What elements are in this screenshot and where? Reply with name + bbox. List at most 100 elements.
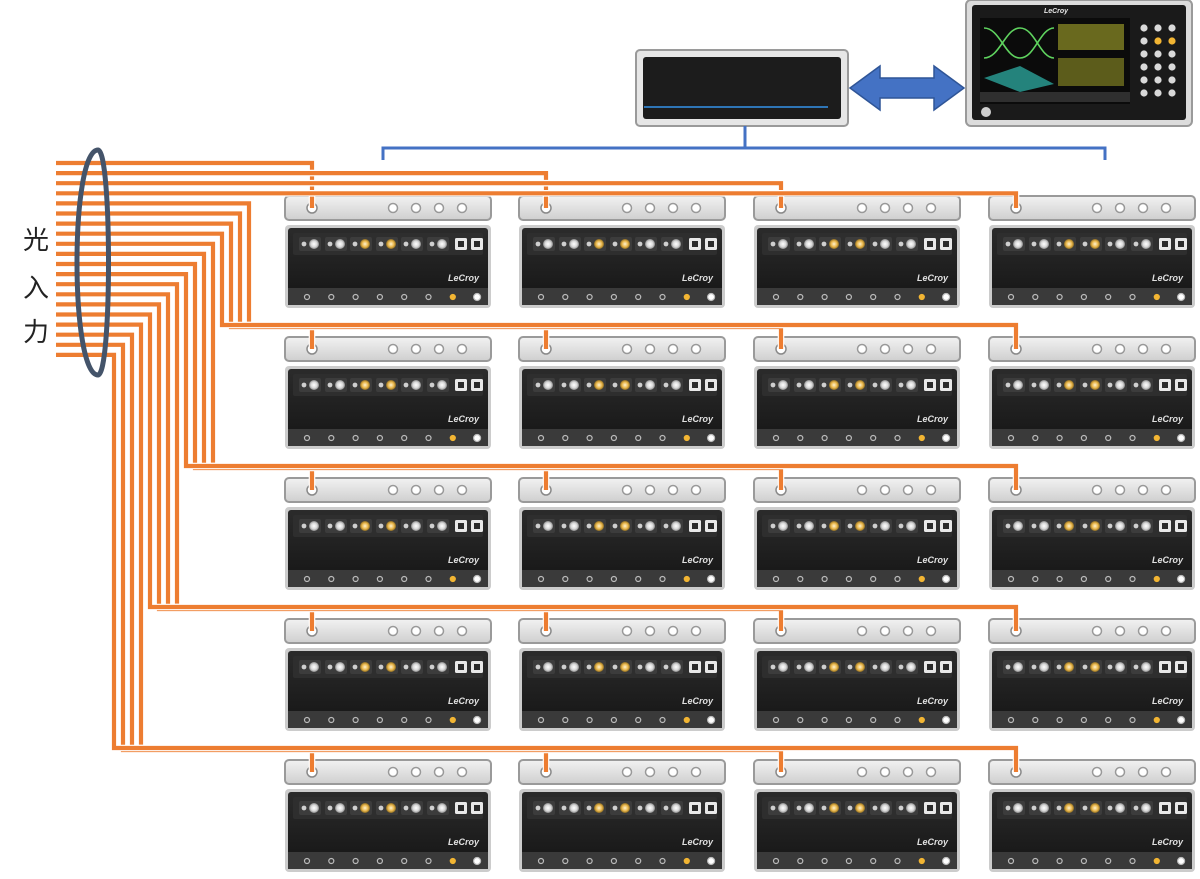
connector-pin <box>352 382 358 388</box>
connector-pin <box>770 523 776 529</box>
acquisition-module: LeCroy <box>284 336 492 449</box>
bnc-connector-icon <box>1141 521 1151 531</box>
connector-pin <box>378 523 384 529</box>
status-led-icon <box>449 434 456 442</box>
connector-pin <box>847 523 853 529</box>
bezel-screw <box>1114 343 1126 355</box>
acquisition-module: LeCroy <box>753 195 961 308</box>
connector-pin <box>1031 241 1037 247</box>
bnc-connector-icon <box>880 521 890 531</box>
status-strip <box>522 429 722 446</box>
bezel-screw <box>644 484 656 496</box>
bezel-screw <box>879 484 891 496</box>
status-led-icon <box>1105 293 1112 301</box>
status-led-icon <box>586 716 593 724</box>
status-led-icon <box>376 434 383 442</box>
bnc-connector-icon <box>1039 803 1049 813</box>
acquisition-module: LeCroy <box>518 195 726 308</box>
scope-knob-icon <box>1140 76 1148 84</box>
connector-pin <box>429 382 435 388</box>
connector-pin <box>612 523 618 529</box>
connector-pin <box>301 523 307 529</box>
status-led-icon <box>425 434 432 442</box>
bnc-connector-icon <box>855 239 865 249</box>
acquisition-module: LeCroy <box>284 195 492 308</box>
status-led-icon <box>610 857 618 865</box>
acquisition-module: LeCroy <box>753 618 961 731</box>
connector-pin <box>535 241 541 247</box>
bezel-screw <box>879 343 891 355</box>
status-strip <box>992 570 1192 587</box>
status-led-icon <box>635 293 642 301</box>
bezel-screw <box>925 766 937 778</box>
eye-diagram-trace <box>983 27 1055 59</box>
connector-pin <box>612 664 618 670</box>
status-led-icon <box>772 716 780 724</box>
brand-logo-text: LeCroy <box>682 837 714 847</box>
bezel-screw <box>902 202 914 214</box>
connector-pin <box>535 664 541 670</box>
status-led-icon <box>797 857 804 865</box>
bnc-connector-icon <box>569 521 579 531</box>
status-led-icon <box>1129 857 1136 865</box>
bezel-screw <box>856 484 868 496</box>
aux-connector-core <box>458 382 464 388</box>
status-led-icon <box>449 293 456 301</box>
status-led-icon <box>1032 293 1039 301</box>
connector-pin <box>327 805 333 811</box>
bnc-connector-icon <box>804 239 814 249</box>
status-led-icon <box>894 716 901 724</box>
bnc-connector-icon <box>1141 239 1151 249</box>
aux-connector-core <box>708 382 714 388</box>
status-strip <box>522 852 722 869</box>
bnc-connector-icon <box>1064 239 1074 249</box>
bezel-screw <box>644 625 656 637</box>
connector-pin <box>663 523 669 529</box>
bnc-connector-icon <box>671 380 681 390</box>
status-led-icon <box>635 857 642 865</box>
status-led-icon <box>772 857 780 865</box>
aux-connector-core <box>692 805 698 811</box>
status-led-icon <box>1056 716 1063 724</box>
status-led-icon <box>1105 575 1112 583</box>
brand-logo-text: LeCroy <box>448 696 480 706</box>
bezel-screw <box>410 343 422 355</box>
scope-knob-icon <box>1168 63 1176 71</box>
aux-connector-core <box>1162 523 1168 529</box>
connector-pin <box>637 805 643 811</box>
connector-pin <box>586 523 592 529</box>
connector-pin <box>663 241 669 247</box>
aux-connector-core <box>1178 241 1184 247</box>
connector-pin <box>637 664 643 670</box>
bnc-connector-icon <box>569 239 579 249</box>
status-led-icon <box>449 857 456 865</box>
status-led-icon <box>449 716 456 724</box>
acquisition-module: LeCroy <box>518 618 726 731</box>
aux-connector-core <box>708 523 714 529</box>
bezel-screw <box>667 484 679 496</box>
bnc-connector-icon <box>855 662 865 672</box>
status-strip <box>522 570 722 587</box>
bezel-screw <box>902 484 914 496</box>
aux-connector-core <box>1162 241 1168 247</box>
connector-pin <box>1133 523 1139 529</box>
aux-connector-core <box>1178 523 1184 529</box>
status-led-icon <box>1007 857 1015 865</box>
status-led-icon <box>1105 857 1112 865</box>
scope-knob-icon <box>1168 89 1176 97</box>
bezel-screw <box>433 343 445 355</box>
status-led-icon <box>918 293 925 301</box>
connector-pin <box>821 382 827 388</box>
status-led-icon <box>328 434 335 442</box>
status-led-icon <box>473 715 482 725</box>
connector-pin <box>637 382 643 388</box>
bezel-screw <box>925 343 937 355</box>
bezel-screw <box>1160 625 1172 637</box>
bnc-connector-icon <box>594 662 604 672</box>
bezel-screw <box>690 625 702 637</box>
bnc-connector-icon <box>804 662 814 672</box>
connector-pin <box>847 241 853 247</box>
status-led-icon <box>659 434 666 442</box>
status-led-icon <box>1007 293 1015 301</box>
aux-connector-core <box>474 241 480 247</box>
